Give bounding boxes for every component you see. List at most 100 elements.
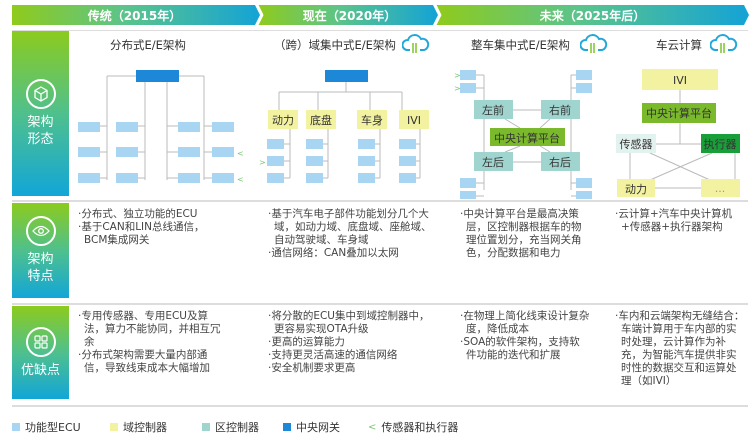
cloud-icon [402, 34, 430, 53]
title-distributed: 分布式E/E架构 [110, 38, 186, 52]
legend-domain-controller: 域控制器 [110, 419, 167, 435]
grid-icon [25, 326, 56, 357]
ecu-box [460, 191, 476, 199]
zone-label: 右前 [549, 103, 571, 117]
zone-front-right [541, 100, 580, 119]
domain-controller-ivi [399, 110, 429, 129]
cloud-sensor [616, 134, 656, 153]
ecu-box [576, 83, 592, 93]
ecu-box [358, 156, 375, 166]
ecu-box [267, 156, 284, 166]
title-vehicle-cloud: 车云计算 [656, 38, 702, 52]
features-vehicle-centralized: ·中央计算平台是最高决策层，区控制器根据车的物理位置划分，充当网关角色，分配数据… [460, 208, 582, 259]
timeline-bar [12, 4, 749, 26]
cloud-power [617, 179, 655, 197]
central-gateway [136, 70, 179, 82]
row-label-form: 架构 形态 [12, 31, 69, 196]
cloud-icon [710, 34, 738, 53]
ecu-box [78, 173, 100, 183]
central-label: 中央计算平台 [494, 131, 560, 145]
ecu-box [576, 70, 592, 80]
zone-label: 左前 [482, 103, 504, 117]
zone-label: 右后 [549, 155, 571, 169]
cloud-ivi [642, 69, 718, 90]
proscons-vehicle-centralized: ·在物理上简化线束设计复杂度，降低成本·SOA的软件架构，支持软件功能的迭代和扩… [460, 310, 590, 361]
era-traditional: 传统（2015年） [87, 8, 182, 23]
more-label: ... [715, 182, 726, 195]
ecu-box [460, 83, 476, 93]
ecu-box [267, 139, 284, 149]
ecu-box [267, 173, 284, 183]
ecu-box [399, 139, 416, 149]
row-label-pros-cons: 优缺点 [12, 306, 69, 399]
architecture-diagrams: << > >> 动力 底盘 车身 IVI 左前 右前 左后 右后 中央计算平台 … [78, 69, 740, 199]
ecu-box [358, 173, 375, 183]
ecu-box [460, 178, 476, 188]
era-current: 现在（2020年） [302, 8, 397, 23]
title-vehicle-centralized: 整车集中式E/E架构 [471, 38, 570, 52]
domain-controller-power [268, 110, 298, 129]
row-label-text: 架构 [27, 252, 54, 267]
zone-front-left [474, 100, 513, 119]
domain-label: IVI [407, 114, 421, 127]
sensor-icon: > [454, 71, 461, 80]
ecu-box [306, 139, 323, 149]
ivi-label: IVI [673, 74, 687, 87]
power-label: 动力 [625, 183, 647, 196]
sensor-icon: > [454, 84, 461, 93]
legend-central-gateway: 中央网关 [283, 419, 340, 435]
eye-icon [25, 216, 56, 246]
sensor-icon: > [259, 158, 266, 167]
central-compute-platform [490, 128, 565, 146]
sensor-icon: < [237, 175, 244, 184]
features-domain: ·基于汽车电子部件功能划分几个大域，如动力域、底盘域、座舱域、自动驾驶域、车身域… [268, 208, 432, 259]
legend-ecu: 功能型ECU [12, 419, 81, 435]
ecu-box [460, 70, 476, 80]
ecu-box [178, 147, 200, 157]
timeline-segment-2020 [258, 5, 438, 25]
ecu-box [576, 178, 592, 188]
ecu-box [358, 139, 375, 149]
zone-rear-left [474, 152, 513, 171]
sensor-icon: < [237, 149, 244, 158]
proscons-domain: ·将分散的ECU集中到域控制器中，更容易实现OTA升级·更高的运算能力·支持更灵… [268, 310, 430, 374]
cloud-more [701, 179, 740, 197]
domain-label: 车身 [361, 113, 383, 127]
ecu-box [576, 191, 592, 199]
ecu-box [306, 173, 323, 183]
cloud-actuator [701, 134, 740, 153]
ecu-box [78, 122, 100, 132]
legend-zone-controller: 区控制器 [202, 419, 259, 435]
ecu-box [399, 173, 416, 183]
domain-controller-body [357, 110, 387, 129]
era-future: 未来（2025年后） [539, 8, 646, 23]
actuator-label: 执行器 [704, 137, 737, 151]
cloud-central-compute [642, 103, 716, 123]
proscons-vehicle-cloud: ·车内和云端架构无缝结合：车端计算用于车内部的实时处理，云计算作为补充，为智能汽… [615, 310, 745, 387]
central-gateway [325, 70, 368, 82]
zone-label: 左后 [482, 156, 504, 169]
timeline-segment-2015 [12, 5, 260, 25]
ecu-box [116, 173, 138, 183]
features-vehicle-cloud: ·云计算+汽车中央计算机+传感器+执行器架构 [615, 208, 733, 233]
ecu-box [116, 122, 138, 132]
cube-icon [25, 79, 56, 109]
domain-label: 动力 [272, 114, 294, 127]
ecu-box [78, 147, 100, 157]
row-label-text: 特点 [27, 269, 54, 284]
ecu-box [212, 122, 234, 132]
ecu-box [212, 147, 234, 157]
ecu-box [212, 173, 234, 183]
domain-label: 底盘 [310, 113, 332, 127]
zone-rear-right [541, 152, 580, 171]
ecu-box [306, 156, 323, 166]
row-label-features: 架构 特点 [12, 203, 69, 298]
ecu-box [178, 122, 200, 132]
row-label-text: 形态 [27, 132, 54, 147]
proscons-distributed: ·专用传感器、专用ECU及算法，算力不能协同，并相互冗余·分布式架构需要大量内部… [78, 310, 221, 374]
row-label-text: 架构 [27, 115, 54, 130]
domain-controller-chassis [306, 110, 336, 129]
sensor-label: 传感器 [620, 138, 653, 151]
ecu-box [116, 147, 138, 157]
ecu-box [178, 173, 200, 183]
